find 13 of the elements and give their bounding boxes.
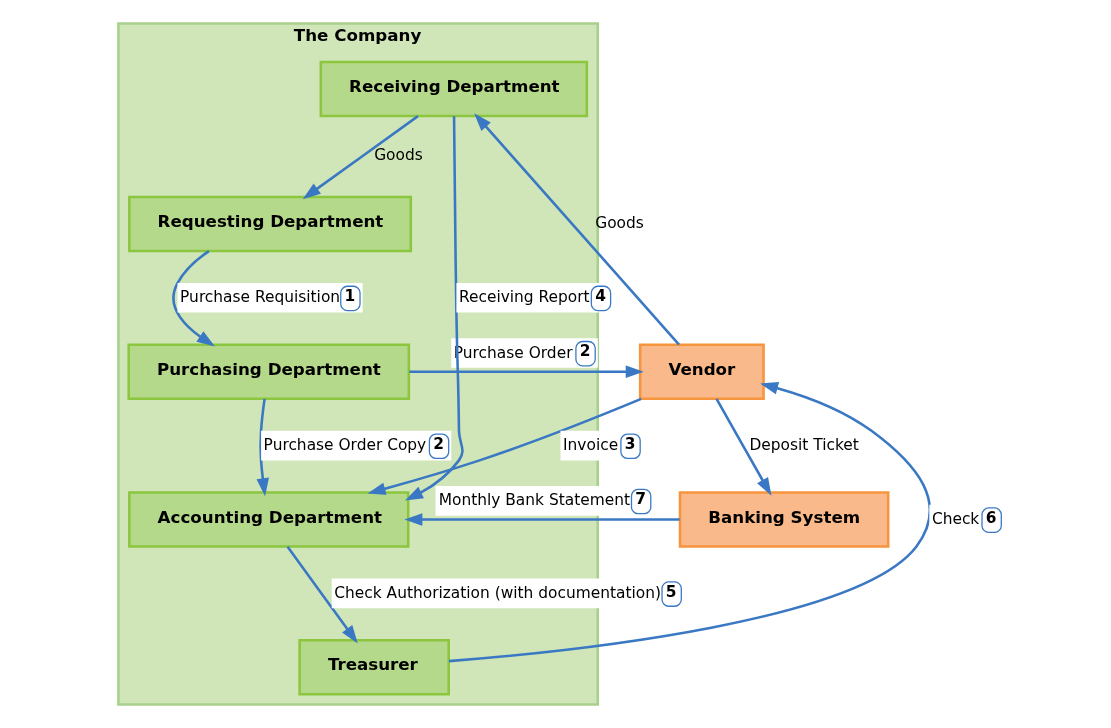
label: 1: [344, 287, 355, 306]
label: 7: [634, 490, 646, 509]
label: 2: [579, 342, 591, 361]
edge-label: Purchase Requisition: [179, 288, 340, 307]
edge-label: Purchase Order Copy: [263, 436, 426, 455]
label: 3: [624, 434, 635, 453]
edge-label: Check: [931, 510, 979, 529]
edge-label: Goods: [373, 146, 423, 165]
label: 2: [432, 434, 444, 453]
edge-label: Receiving Report: [458, 288, 590, 307]
label: 6: [985, 508, 997, 527]
edge-label: Deposit Ticket: [748, 435, 859, 454]
label: 5: [665, 582, 677, 601]
